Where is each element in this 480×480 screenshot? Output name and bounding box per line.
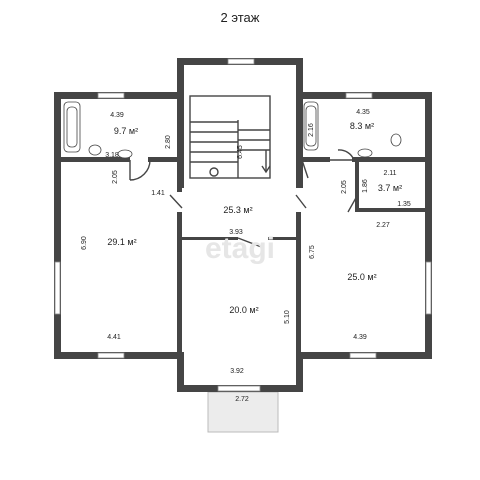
- watermark-text: etagi: [205, 232, 275, 265]
- dimension-label: 3.92: [230, 368, 244, 375]
- dimension-label: 2.16: [308, 123, 315, 137]
- sink-icon: [357, 148, 373, 158]
- dimension-label: 2.80: [165, 135, 172, 149]
- doors: [129, 149, 358, 249]
- toilet-icon: [88, 144, 102, 156]
- staircase: [189, 95, 271, 179]
- dimension-label: 2.05: [112, 170, 119, 184]
- dimension-label: 5.10: [284, 310, 291, 324]
- dimension-label: 2.05: [341, 180, 348, 194]
- dimension-label: 6.75: [309, 245, 316, 259]
- dimension-label: 1.35: [397, 201, 411, 208]
- dimension-label: 1.41: [151, 190, 165, 197]
- room-area: 9.7 м²: [114, 126, 138, 136]
- dimension-label: 4.39: [110, 112, 124, 119]
- toilet-icon: [390, 133, 402, 147]
- dimension-label: 2.27: [376, 222, 390, 229]
- bathroom-fixtures: [63, 101, 402, 159]
- dimension-label: 4.35: [356, 109, 370, 116]
- windows: [54, 58, 432, 392]
- dimension-label: 6.45: [237, 145, 244, 159]
- dimension-label: 3.93: [229, 229, 243, 236]
- floor-title: 2 этаж: [220, 10, 260, 25]
- sink-icon: [117, 149, 133, 159]
- dimension-label: 2.11: [383, 170, 396, 177]
- dimension-label: 3.18: [105, 152, 119, 159]
- dimension-label: 6.90: [81, 236, 88, 250]
- room-area: 25.0 м²: [347, 272, 376, 282]
- room-area: 8.3 м²: [350, 121, 374, 131]
- balcony: [207, 391, 279, 433]
- room-area: 29.1 м²: [107, 237, 136, 247]
- dimension-label: 4.39: [353, 334, 367, 341]
- dimension-label: 2.72: [235, 396, 249, 403]
- room-area: 20.0 м²: [229, 305, 258, 315]
- room-area: 25.3 м²: [223, 205, 252, 215]
- dimension-label: 4.41: [107, 334, 121, 341]
- room-area: 3.7 м²: [378, 183, 402, 193]
- dimension-label: 1.86: [362, 179, 369, 193]
